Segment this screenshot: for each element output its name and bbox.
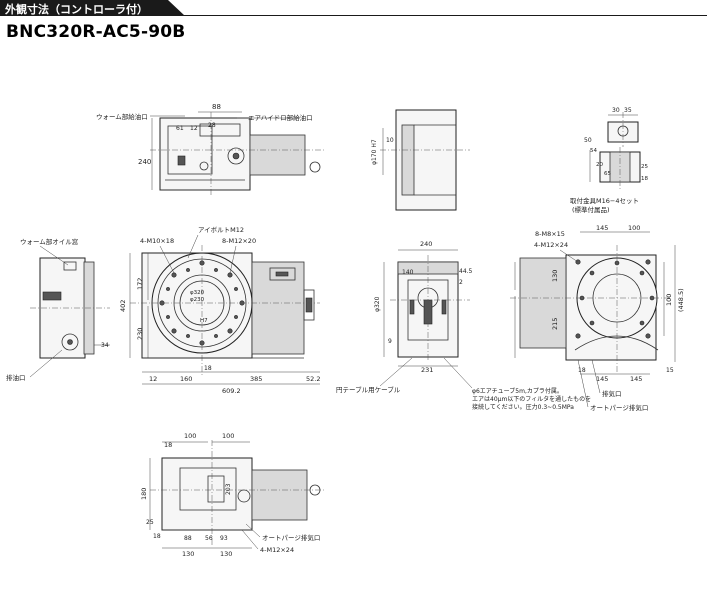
dim-bracket-65: 65 [604,171,611,177]
dim-right-145: 145 [596,224,608,232]
dim-rear-9: 9 [388,338,392,345]
dim-bottom-130: 130 [182,550,194,558]
dim-top-61: 61 [176,125,184,132]
dim-front-385: 385 [250,375,262,383]
label-air-note-1: φ6エアチューブ5m,カプラ付属。 [472,387,563,395]
section-rule [0,15,707,16]
dim-front-160: 160 [180,375,192,383]
dim-right-15: 15 [666,367,674,374]
bracket-detail: 30 35 50 54 20 65 25 18 取付金具M16−4セット (標準… [570,107,648,214]
side-view: φ170 H7 10 [371,109,470,211]
dim-rear-phi320: φ320 [374,296,381,312]
dim-right-145b: 145 [596,375,608,383]
dim-bracket-18: 18 [641,176,648,182]
dim-right-4485: (448.5) [677,288,685,312]
dim-side-10: 10 [386,137,394,144]
right-bolt-holes [575,259,655,339]
front-view: アイボルトM12 4-M10×18 8-M12×20 172 402 230 φ… [119,226,320,395]
dim-front-6092: 609.2 [222,387,241,395]
dim-bottom-18b: 18 [153,533,161,540]
bottom-view: 18 100 100 180 25 203 18 88 56 93 130 13… [140,432,325,558]
dim-left-34: 34 [101,342,109,349]
dim-bracket-25: 25 [641,164,648,170]
dim-bracket-50: 50 [584,137,592,144]
dim-front-172: 172 [136,278,144,290]
label-front-8m12: 8-M12×20 [222,237,256,245]
dim-front-phi230: φ230 [190,297,205,303]
dim-bottom-25: 25 [146,519,154,526]
dim-front-phi320: φ320 [190,290,205,296]
dim-right-215: 215 [551,318,559,330]
dim-rear-140: 140 [402,269,414,276]
dim-rear-2: 2 [459,279,463,286]
dim-front-18: 18 [204,365,212,372]
dim-right-100v: 100 [665,294,673,306]
label-table-cable: 円テーブル用ケーブル [336,385,401,394]
dim-right-18: 18 [578,367,586,374]
dim-bracket-35: 35 [624,107,632,114]
label-air-hydro-oil-inlet: エアハイドロ部給油口 [248,113,313,122]
label-drain-port: 排油口 [6,373,26,382]
label-worm-oil-gauge: ウォーム部オイル窓 [20,237,79,246]
label-exhaust-port: 排気口 [602,389,622,398]
dim-front-230: 230 [136,328,144,340]
dim-bottom-93: 93 [220,535,228,542]
dim-bottom-18: 18 [164,441,172,449]
dim-rear-231: 231 [421,366,433,374]
rear-view: 240 140 44.5 2 φ320 9 231 円テーブル用ケーブル φ6エ… [336,240,591,411]
dim-right-145c: 145 [630,375,642,383]
label-eyebolt: アイボルトM12 [198,226,244,234]
dim-right-100: 100 [628,224,640,232]
dim-front-12: 12 [149,375,157,383]
dim-bottom-100: 100 [184,432,196,440]
dim-top-12: 12 [190,125,198,132]
label-purge-port-right: オートパージ排気口 [590,403,648,412]
dim-right-130: 130 [551,270,559,282]
dim-top-28: 28 [208,122,216,129]
dim-top-240: 240 [138,158,151,166]
dim-bottom-203: 203 [225,483,232,495]
label-purge-port-bottom: オートパージ排気口 [262,533,320,542]
dim-rear-445: 44.5 [459,268,473,275]
dim-bracket-30: 30 [612,107,620,114]
dim-bottom-100b: 100 [222,432,234,440]
label-worm-oil-inlet: ウォーム部給油口 [96,112,148,121]
label-front-4m10: 4-M10×18 [140,237,174,245]
dim-bracket-54: 54 [590,148,597,154]
dim-bottom-56: 56 [205,535,213,542]
label-fixture-set: 取付金具M16−4セット [570,196,639,205]
label-air-note-2: エアは40μm以下のフィルタを通したものを [472,395,591,403]
dim-front-402: 402 [119,300,127,312]
dim-bottom-88: 88 [184,535,192,542]
label-standard-accessory: (標準付属品) [572,205,610,214]
front-bolt-holes [159,260,245,346]
label-right-8m8: 8-M8×15 [535,230,565,238]
label-air-note-3: 接続してください。圧力0.3~0.5MPa [472,403,574,411]
top-view: 88 61 28 12 240 ウォーム部給油口 エアハイドロ部給油口 [96,103,325,195]
dim-side-phi170: φ170 H7 [371,139,378,165]
dim-bottom-180: 180 [140,488,148,500]
dim-bracket-20: 20 [596,162,603,168]
dim-front-h7: H7 [200,318,208,324]
dim-bottom-130b: 130 [220,550,232,558]
model-title: BNC320R-AC5-90B [6,22,186,42]
dim-front-522: 52.2 [306,375,320,383]
dim-rear-240: 240 [420,240,432,248]
right-view: 8-M8×15 4-M12×24 145 100 130 215 100 (44… [510,224,685,412]
label-bottom-4m12: 4-M12×24 [260,546,294,554]
label-right-4m12: 4-M12×24 [534,241,568,249]
dim-top-88: 88 [212,103,221,111]
left-view: ウォーム部オイル窓 34 排油口 [6,237,110,382]
section-tab: 外観寸法（コントローラ付） [0,0,185,16]
section-header: 外観寸法（コントローラ付） [0,0,707,16]
section-title: 外観寸法（コントローラ付） [5,3,148,16]
